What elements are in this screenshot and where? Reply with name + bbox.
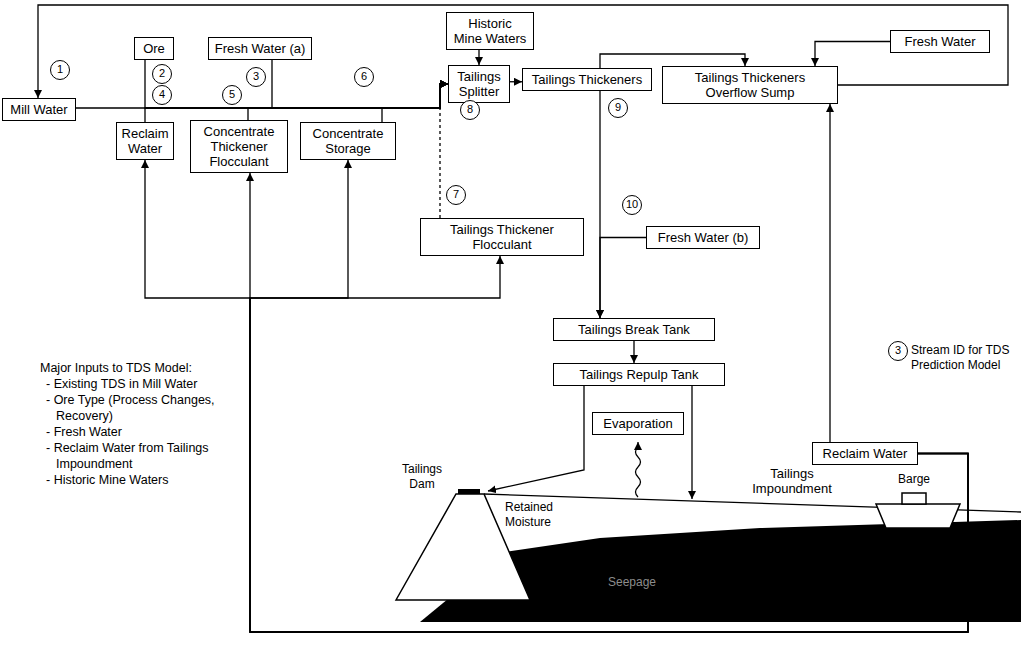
flow-connector (829, 104, 830, 442)
process-box: Reclaim Water (812, 442, 918, 465)
flow-connector (633, 341, 634, 363)
process-box: Historic Mine Waters (446, 12, 534, 50)
part-label: Tailings Dam (393, 462, 451, 492)
callout-number: 8 (460, 100, 480, 120)
note-item: - Reclaim Water from Tailings Impoundmen… (46, 440, 236, 472)
note-item: - Fresh Water (46, 424, 236, 440)
node-text: Tailings Repulp Tank (580, 367, 699, 382)
callout-number: 1 (50, 60, 70, 80)
discharge-line (691, 386, 692, 499)
flow-connector (250, 256, 968, 632)
node-text: Tailings Thickener Flocculant (425, 222, 579, 252)
barge-hull (876, 504, 960, 528)
process-box: Reclaim Water (116, 122, 174, 160)
node-text: Historic Mine Waters (453, 16, 527, 46)
callout-number: 3 (246, 67, 266, 87)
node-text: Reclaim Water (121, 126, 169, 156)
node-text: Evaporation (603, 416, 672, 431)
node-text: Concentrate Storage (305, 126, 391, 156)
process-box: Mill Water (2, 98, 76, 121)
flow-connector (145, 160, 968, 632)
evaporation-wave (636, 442, 641, 497)
barge-cabin (902, 493, 926, 504)
flow-connector (145, 84, 448, 122)
process-box: Fresh Water (b) (646, 226, 760, 249)
process-box: Tailings Splitter (448, 65, 510, 103)
flow-connector (250, 160, 968, 632)
discharge-line (488, 386, 584, 491)
flow-connector (510, 81, 522, 82)
node-text: Tailings Thickeners (532, 72, 642, 87)
node-text: Tailings Splitter (454, 69, 504, 99)
legend-note: Stream ID for TDS Prediction Model (911, 343, 1013, 373)
process-box: Evaporation (592, 412, 684, 435)
note-item: - Existing TDS in Mill Water (46, 376, 236, 392)
note-item: - Ore Type (Process Changes, Recovery) (46, 392, 236, 424)
node-text: Fresh Water (904, 34, 975, 49)
note-heading: Major Inputs to TDS Model: (40, 360, 192, 376)
process-box: Concentrate Thickener Flocculant (190, 120, 288, 173)
callout-number: 6 (354, 67, 374, 87)
callout-number: 4 (152, 85, 172, 105)
process-box: Tailings Break Tank (553, 318, 715, 341)
node-text: Concentrate Thickener Flocculant (195, 124, 283, 169)
flow-connector (38, 5, 1008, 98)
region-label: Seepage (608, 575, 656, 590)
callout-number: 2 (152, 64, 172, 84)
node-text: Fresh Water (a) (215, 41, 306, 56)
process-box: Concentrate Storage (300, 122, 396, 160)
process-box: Ore (134, 37, 174, 60)
flow-connector (815, 42, 890, 67)
region-label: Retained Moisture (505, 500, 567, 530)
process-box: Tailings Thickeners (522, 68, 652, 91)
flow-connector (250, 173, 968, 632)
flow-connector (600, 238, 646, 319)
flow-connector (272, 60, 448, 108)
callout-number: 9 (608, 98, 628, 118)
callout-number: 5 (222, 85, 242, 105)
flow-connector (478, 50, 479, 65)
flow-connector (76, 84, 448, 108)
node-text: Reclaim Water (823, 446, 908, 461)
callout-number: 3 (888, 341, 908, 361)
process-box: Tailings Repulp Tank (553, 363, 725, 386)
part-label: Barge (898, 472, 930, 487)
process-box: Tailings Thickeners Overflow Sump (662, 66, 838, 104)
process-box: Fresh Water (890, 30, 990, 53)
node-text: Tailings Thickeners Overflow Sump (680, 70, 820, 100)
node-text: Mill Water (10, 102, 67, 117)
region-label: Tailings Impoundment (744, 466, 840, 496)
flow-connector (145, 60, 448, 108)
flow-connector (382, 84, 448, 122)
process-box: Fresh Water (a) (208, 37, 312, 60)
callout-number: 10 (622, 195, 642, 215)
process-box: Tailings Thickener Flocculant (420, 218, 584, 256)
node-text: Fresh Water (b) (658, 230, 749, 245)
dam-crest (458, 489, 480, 494)
note-item: - Historic Mine Waters (46, 472, 236, 488)
node-text: Ore (143, 41, 165, 56)
callout-number: 7 (446, 185, 466, 205)
flow-connector (248, 84, 448, 120)
node-text: Tailings Break Tank (578, 322, 690, 337)
